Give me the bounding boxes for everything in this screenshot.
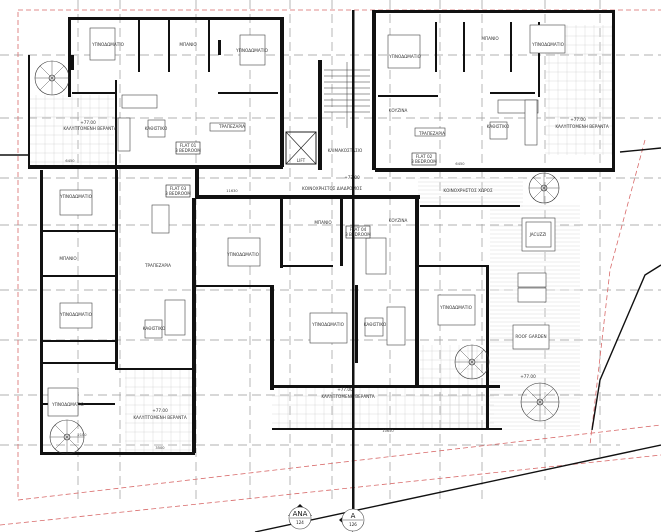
room-labels: ΥΠΝΟΔΩΜΑΤΙΟ ΜΠΑΝΙΟ ΥΠΝΟΔΩΜΑΤΙΟ ΚΑΘΙΣΤΙΚΟ…: [51, 36, 609, 420]
label-bathroom: ΜΠΑΝΙΟ: [179, 42, 197, 47]
label-roof-garden: ROOF GARDEN: [515, 334, 546, 339]
label-corridor: ΚΟΙΝΟΧΡΗΣΤΟΣ ΔΙΑΔΡΟΜΟΣ: [302, 186, 362, 191]
label-kitchen: ΚΟΥΖΙΝΑ: [389, 108, 408, 113]
label-living: ΚΑΘΙΣΤΙΚΟ: [145, 126, 168, 131]
label-veranda: ΚΑΛΥΠΤΟΜΕΝΗ ΒΕΡΑΝΤΑ: [555, 124, 609, 129]
label-bedroom: ΥΠΝΟΔΩΜΑΤΙΟ: [235, 48, 268, 53]
label-bathroom: ΜΠΑΝΙΟ: [59, 256, 77, 261]
flat-04-type: 3 BEDROOM: [345, 232, 371, 237]
flat-02-type: 3 BEDROOM: [411, 159, 437, 164]
label-bedroom: ΥΠΝΟΔΩΜΑΤΙΟ: [91, 42, 124, 47]
label-bedroom: ΥΠΝΟΔΩΜΑΤΙΟ: [59, 312, 92, 317]
dimension-text: 2100: [77, 433, 87, 437]
label-bedroom: ΥΠΝΟΔΩΜΑΤΙΟ: [311, 322, 344, 327]
label-level: +77.00: [152, 408, 168, 413]
property-line: [0, 147, 661, 532]
flat-tags: FLAT 01 3 BEDROOM FLAT 02 3 BEDROOM FLAT…: [165, 141, 437, 239]
label-stairwell: ΚΛΙΜΑΚΟΣΤΑΣΙΟ: [328, 148, 363, 153]
flat-04-name: FLAT 04: [350, 227, 367, 232]
label-level: +77.00: [337, 387, 353, 392]
dimensions: 6450 6450 11630 10650 3500 2100: [65, 159, 465, 450]
label-bedroom: ΥΠΝΟΔΩΜΑΤΙΟ: [59, 194, 92, 199]
dimension-text: 3500: [155, 446, 165, 450]
flat-03-name: FLAT 03: [170, 186, 187, 191]
section-sheet: 124: [296, 520, 304, 525]
dimension-text: 6450: [65, 159, 75, 163]
dimension-text: 10650: [382, 429, 394, 433]
flat-02-name: FLAT 02: [416, 154, 433, 159]
label-level: +77.00: [520, 374, 536, 379]
spiral-staircases: [34, 60, 560, 455]
label-bedroom: ΥΠΝΟΔΩΜΑΤΙΟ: [226, 252, 259, 257]
section-label: A: [351, 512, 356, 520]
label-dining: ΤΡΑΠΕΖΑΡΙΑ: [144, 263, 171, 268]
label-living: ΚΑΘΙΣΤΙΚΟ: [487, 124, 510, 129]
label-bathroom: ΜΠΑΝΙΟ: [481, 36, 499, 41]
label-common-area: ΚΟΙΝΟΧΡΗΣΤΟΣ ΧΩΡΟΣ: [443, 188, 493, 193]
label-living: ΚΑΘΙΣΤΙΚΟ: [143, 326, 166, 331]
section-marker-ana: ΑΝΑ 124: [288, 504, 312, 530]
veranda-left-wing: [125, 370, 193, 452]
section-marker-a: A 126: [339, 10, 365, 532]
label-lift: LIFT: [297, 158, 306, 163]
dimension-text: 6450: [455, 162, 465, 166]
walls: [28, 10, 615, 455]
label-dining: ΤΡΑΠΕΖΑΡΙΑ: [418, 131, 445, 136]
label-bathroom: ΜΠΑΝΙΟ: [314, 220, 332, 225]
label-veranda: ΚΑΛΥΠΤΟΜΕΝΗ ΒΕΡΑΝΤΑ: [321, 394, 375, 399]
label-kitchen: ΚΟΥΖΙΝΑ: [389, 218, 408, 223]
label-veranda: ΚΑΛΥΠΤΟΜΕΝΗ ΒΕΡΑΝΤΑ: [63, 126, 117, 131]
label-jacuzzi: JACUZZI: [529, 232, 547, 237]
section-label: ΑΝΑ: [293, 510, 308, 518]
plot-boundary: [0, 9, 661, 526]
dimension-text: 11630: [226, 189, 238, 193]
section-sheet: 126: [349, 522, 357, 527]
veranda-top-left: [30, 95, 114, 165]
flat-01-type: 3 BEDROOM: [175, 148, 201, 153]
label-bedroom: ΥΠΝΟΔΩΜΑΤΙΟ: [388, 54, 421, 59]
label-bedroom: ΥΠΝΟΔΩΜΑΤΙΟ: [51, 402, 84, 407]
label-dining: ΤΡΑΠΕΖΑΡΙΑ: [218, 124, 245, 129]
label-level: +77.00: [570, 117, 586, 122]
flat-01-name: FLAT 01: [180, 143, 197, 148]
common-area-deck: [418, 178, 523, 208]
label-veranda: ΚΑΛΥΠΤΟΜΕΝΗ ΒΕΡΑΝΤΑ: [133, 415, 187, 420]
label-bedroom: ΥΠΝΟΔΩΜΑΤΙΟ: [531, 42, 564, 47]
label-bedroom: ΥΠΝΟΔΩΜΑΤΙΟ: [439, 305, 472, 310]
label-living: ΚΑΘΙΣΤΙΚΟ: [364, 322, 387, 327]
furniture: [47, 24, 566, 417]
flat-03-type: 3 BEDROOM: [165, 191, 191, 196]
label-level: +77.00: [80, 120, 96, 125]
